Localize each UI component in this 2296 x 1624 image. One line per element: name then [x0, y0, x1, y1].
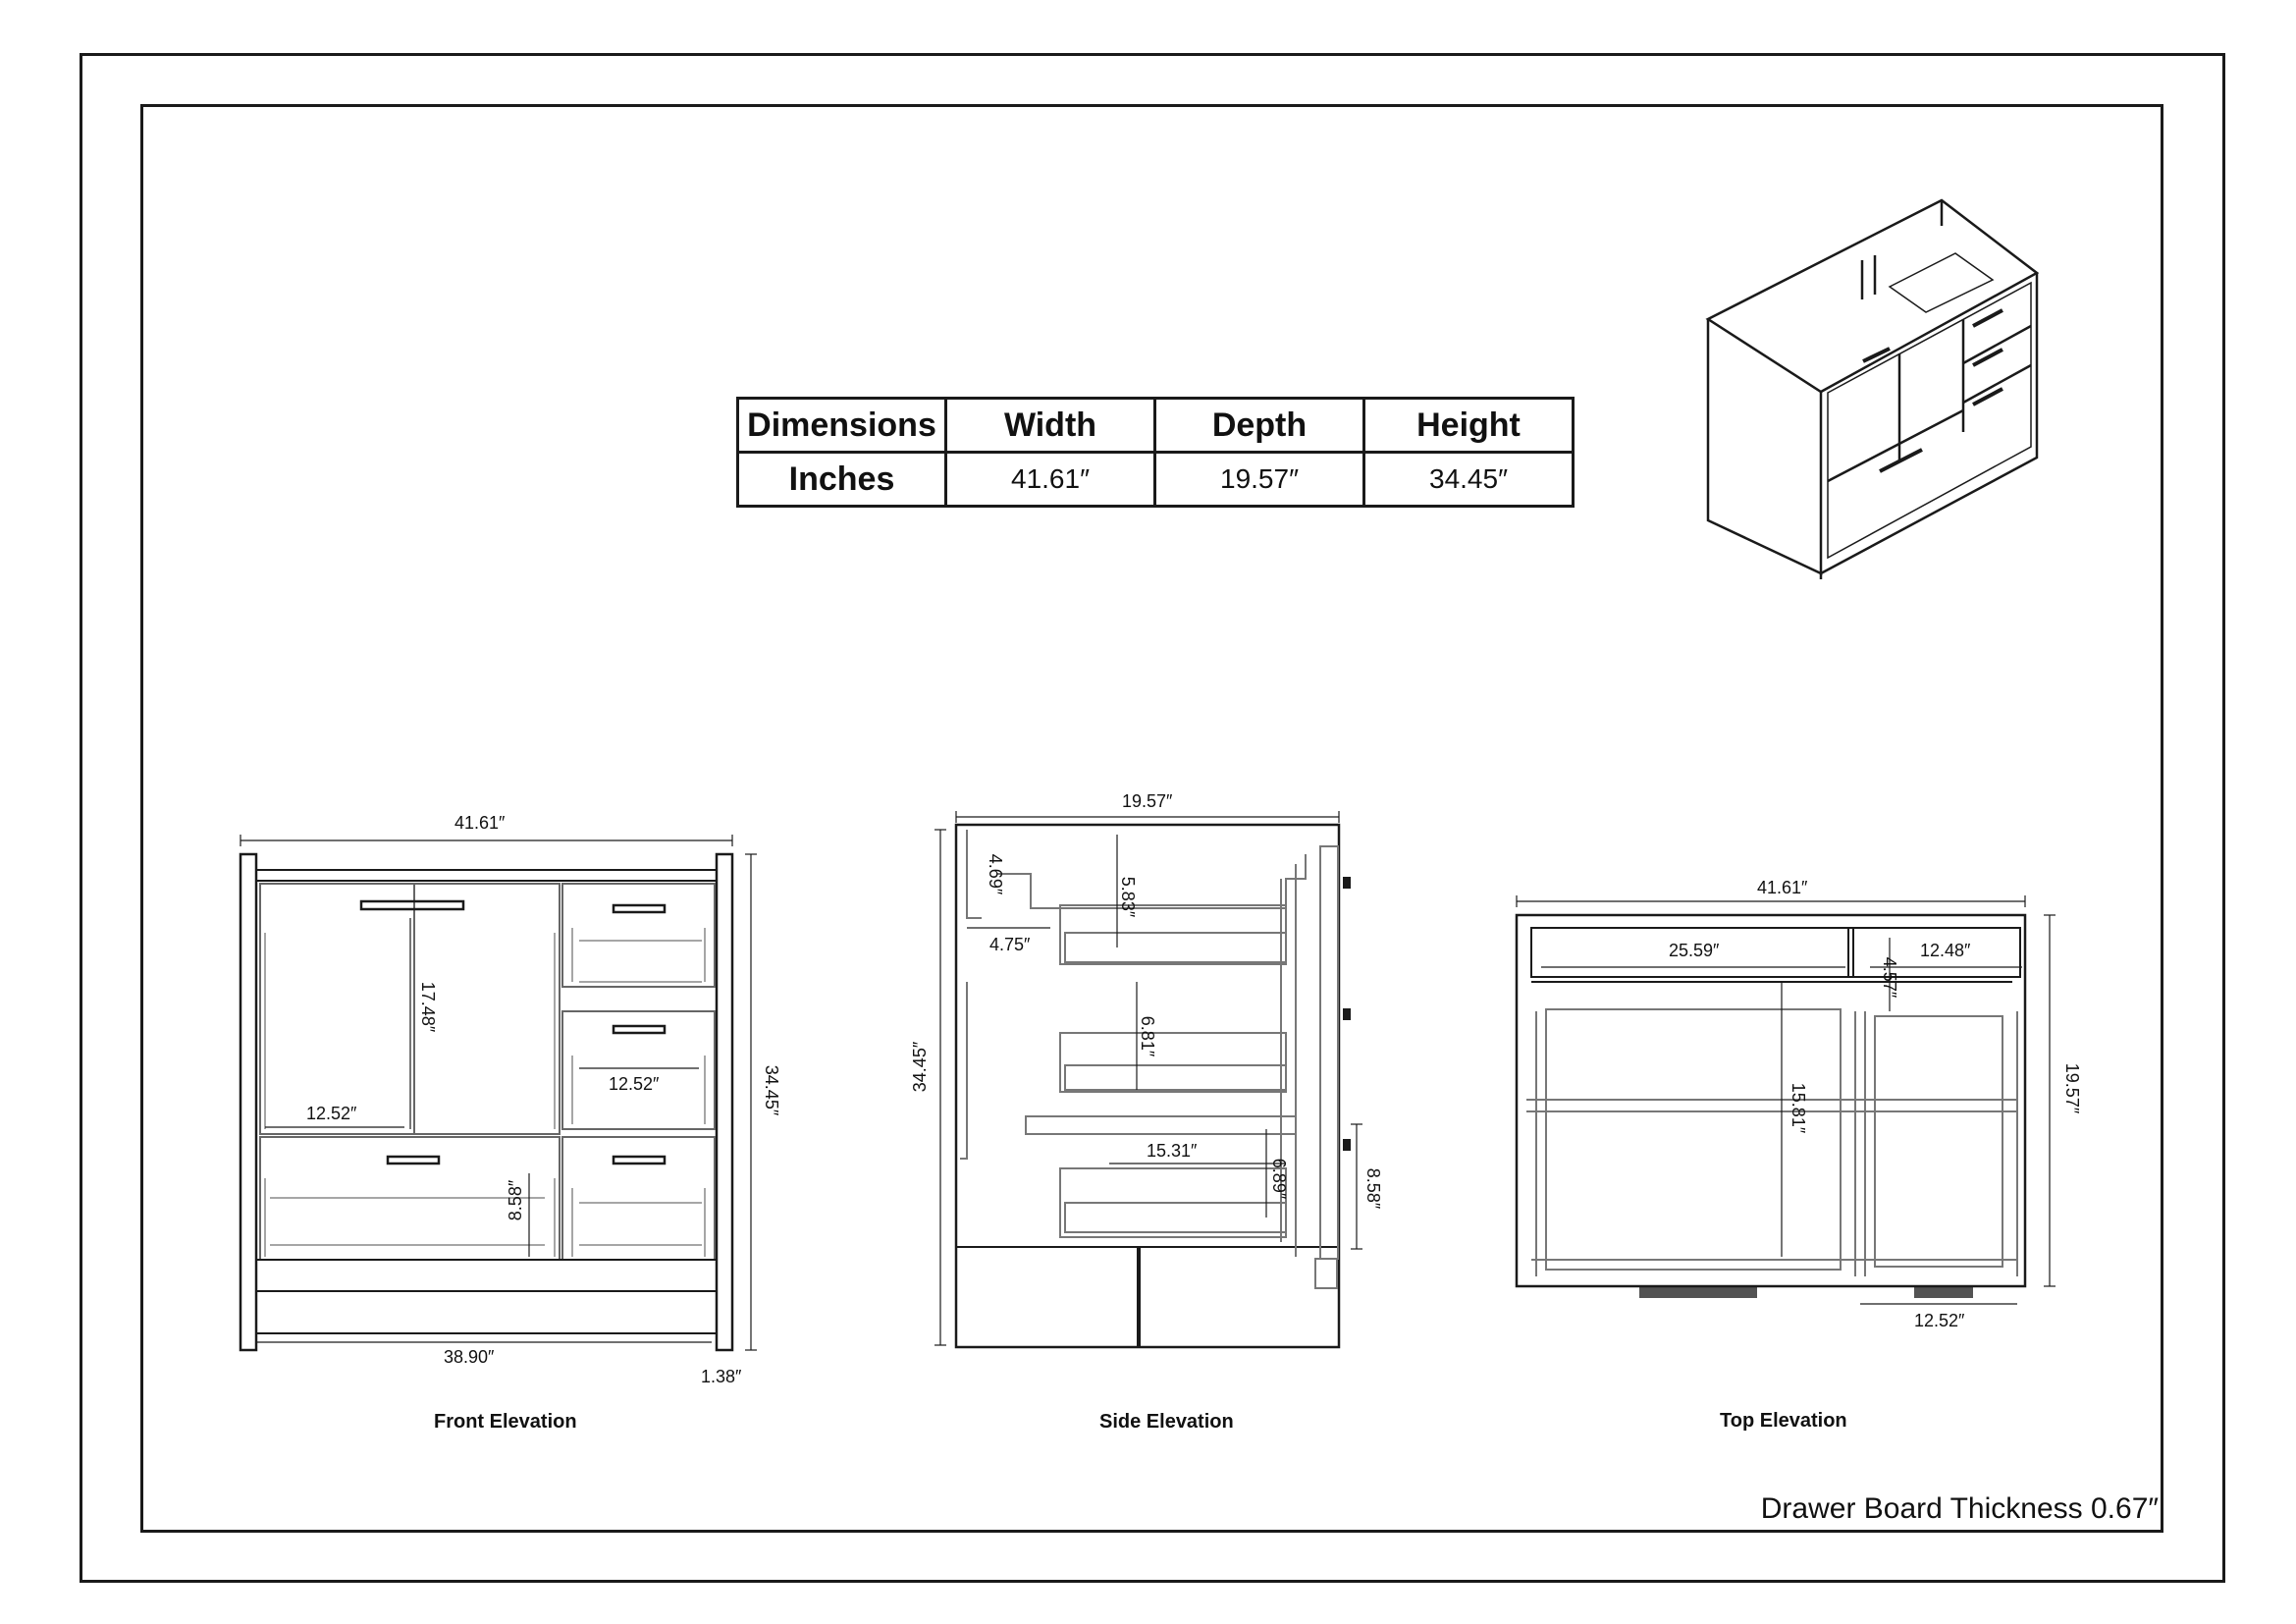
- side-bottom-label: 8.58″: [1363, 1167, 1384, 1210]
- side-elevation-caption: Side Elevation: [1099, 1411, 1234, 1433]
- top-elevation-caption: Top Elevation: [1720, 1410, 1847, 1432]
- front-door-width-label: 12.52″: [306, 1104, 357, 1123]
- side-drawer3-label: 6.89″: [1269, 1158, 1290, 1200]
- top-elevation-drawing: [1515, 895, 2056, 1305]
- top-left-width-label: 25.59″: [1669, 941, 1720, 960]
- isometric-vanity-illustration: [1705, 198, 2040, 579]
- table-cell-depth: 19.57″: [1153, 451, 1365, 508]
- side-depth-label: 19.57″: [1122, 791, 1173, 811]
- dimensions-table: Dimensions Width Depth Height Inches 41.…: [736, 397, 1575, 508]
- top-right-gap-label: 4.57″: [1880, 956, 1900, 999]
- table-row: Inches 41.61″ 19.57″ 34.45″: [736, 451, 1575, 508]
- outer-border: [80, 53, 2225, 1583]
- front-leg-label: 1.38″: [701, 1367, 742, 1386]
- table-header-width: Width: [944, 397, 1156, 454]
- front-elevation-drawing: [239, 835, 757, 1352]
- side-slide-label: 15.31″: [1147, 1141, 1198, 1161]
- side-top-gap-label: 4.69″: [986, 853, 1006, 895]
- side-drawer1-label: 5.83″: [1118, 876, 1139, 918]
- table-header-row: Dimensions Width Depth Height: [736, 397, 1575, 454]
- side-elevation-drawing: [934, 811, 1362, 1349]
- top-bottom-width-label: 12.52″: [1914, 1311, 1965, 1330]
- front-inner-width-label: 38.90″: [444, 1347, 495, 1367]
- top-width-label: 41.61″: [1757, 878, 1808, 897]
- table-row-label: Inches: [736, 451, 947, 508]
- top-inner-depth-label: 15.81″: [1789, 1082, 1809, 1134]
- table-header-dimensions: Dimensions: [736, 397, 947, 454]
- table-cell-width: 41.61″: [944, 451, 1156, 508]
- front-door-height-label: 17.48″: [418, 981, 439, 1033]
- front-elevation-caption: Front Elevation: [434, 1411, 577, 1433]
- side-offset-label: 4.75″: [989, 935, 1031, 954]
- front-height-label: 34.45″: [762, 1064, 782, 1116]
- front-width-label: 41.61″: [454, 813, 506, 833]
- top-right-width-label: 12.48″: [1920, 941, 1971, 960]
- front-drawer-width-label: 12.52″: [609, 1074, 660, 1094]
- side-drawer2-label: 6.81″: [1138, 1015, 1158, 1057]
- side-height-label: 34.45″: [910, 1041, 931, 1093]
- drawer-board-thickness-note: Drawer Board Thickness 0.67″: [1760, 1492, 2159, 1525]
- table-header-height: Height: [1362, 397, 1575, 454]
- table-cell-height: 34.45″: [1362, 451, 1575, 508]
- front-drawer-height-label: 8.58″: [506, 1179, 526, 1221]
- table-header-depth: Depth: [1153, 397, 1365, 454]
- top-depth-label: 19.57″: [2062, 1062, 2083, 1114]
- inner-border: [140, 104, 2163, 1533]
